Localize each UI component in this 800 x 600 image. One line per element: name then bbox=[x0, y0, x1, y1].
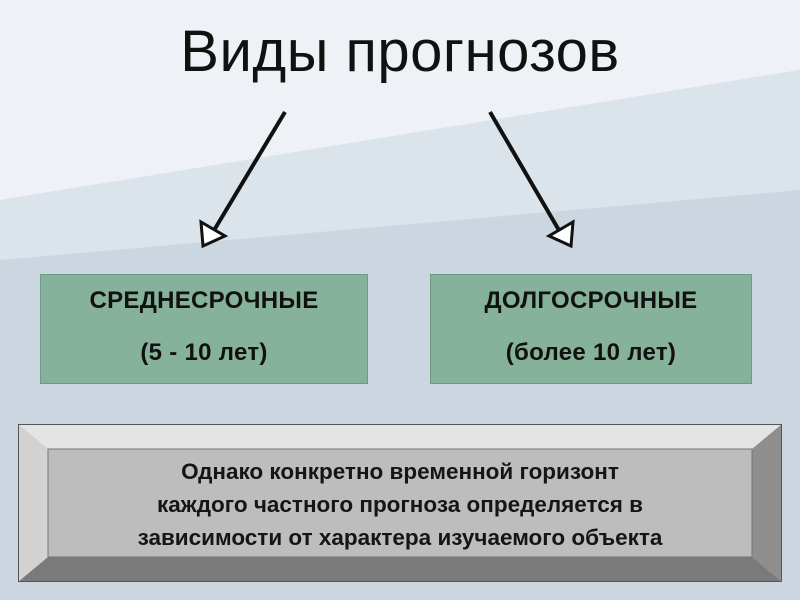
note-bevel-frame bbox=[18, 424, 782, 582]
slide-title: Виды прогнозов bbox=[180, 19, 620, 84]
note-text: Однако конкретно временной горизонт кажд… bbox=[48, 449, 752, 559]
note-line-2: каждого частного прогноза определяется в bbox=[157, 491, 643, 517]
note-line-1: Однако конкретно временной горизонт bbox=[181, 458, 619, 484]
note-line-3: зависимости от характера изучаемого объе… bbox=[137, 524, 663, 550]
medium-term-label: СРЕДНЕСРОЧНЫЕ bbox=[89, 287, 319, 314]
medium-term-period: (5 - 10 лет) bbox=[140, 339, 268, 366]
arrowhead-left bbox=[199, 219, 229, 249]
medium-term-box: СРЕДНЕСРОЧНЫЕ (5 - 10 лет) bbox=[40, 274, 368, 384]
arrow-left bbox=[211, 110, 287, 234]
long-term-box: ДОЛГОСРОЧНЫЕ (более 10 лет) bbox=[430, 274, 752, 384]
long-term-period: (более 10 лет) bbox=[505, 339, 677, 366]
arrow-right bbox=[488, 110, 562, 234]
long-term-label: ДОЛГОСРОЧНЫЕ bbox=[484, 287, 698, 314]
arrowhead-right bbox=[545, 219, 575, 249]
